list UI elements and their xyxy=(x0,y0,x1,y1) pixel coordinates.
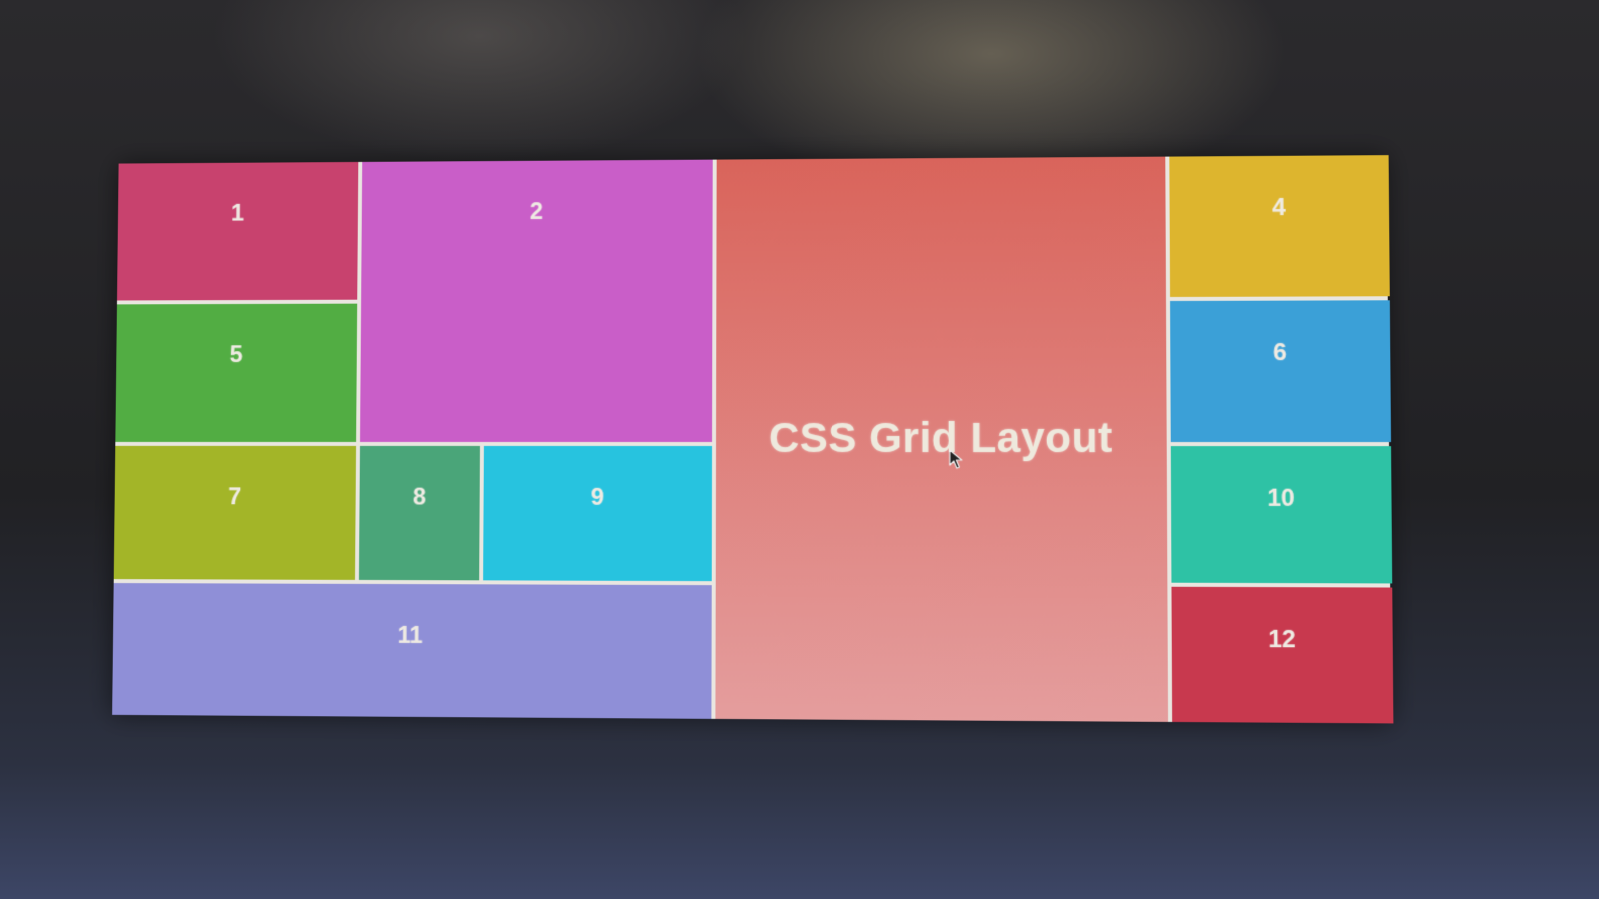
grid-cell-7: 7 xyxy=(113,445,357,580)
css-grid-container: 1 2 CSS Grid Layout 4 5 6 7 8 9 1 xyxy=(112,155,1394,724)
grid-cell-label: 11 xyxy=(397,621,423,649)
grid-cell-title: CSS Grid Layout xyxy=(715,156,1169,722)
grid-cell-12: 12 xyxy=(1171,586,1394,724)
grid-cell-label: 5 xyxy=(229,341,243,368)
grid-cell-9: 9 xyxy=(483,445,713,582)
grid-cell-2: 2 xyxy=(360,159,713,442)
grid-cell-label: 12 xyxy=(1268,625,1296,654)
grid-cell-8: 8 xyxy=(358,445,480,581)
grid-cell-11: 11 xyxy=(112,583,712,719)
page-title: CSS Grid Layout xyxy=(768,413,1113,462)
grid-cell-label: 2 xyxy=(529,198,544,225)
grid-cell-5: 5 xyxy=(115,303,358,442)
grid-cell-label: 4 xyxy=(1272,193,1286,222)
grid-cell-4: 4 xyxy=(1169,155,1390,297)
grid-cell-label: 10 xyxy=(1267,484,1295,513)
monitor-screen: 1 2 CSS Grid Layout 4 5 6 7 8 9 1 xyxy=(112,155,1394,724)
mouse-pointer-icon xyxy=(949,449,963,469)
grid-cell-10: 10 xyxy=(1170,446,1393,584)
grid-cell-label: 1 xyxy=(230,199,245,227)
grid-cell-1: 1 xyxy=(117,161,359,301)
grid-cell-label: 9 xyxy=(590,483,605,511)
grid-cell-6: 6 xyxy=(1170,300,1392,443)
grid-cell-label: 7 xyxy=(228,483,242,511)
grid-cell-label: 8 xyxy=(412,483,427,511)
grid-cell-label: 6 xyxy=(1273,338,1287,367)
